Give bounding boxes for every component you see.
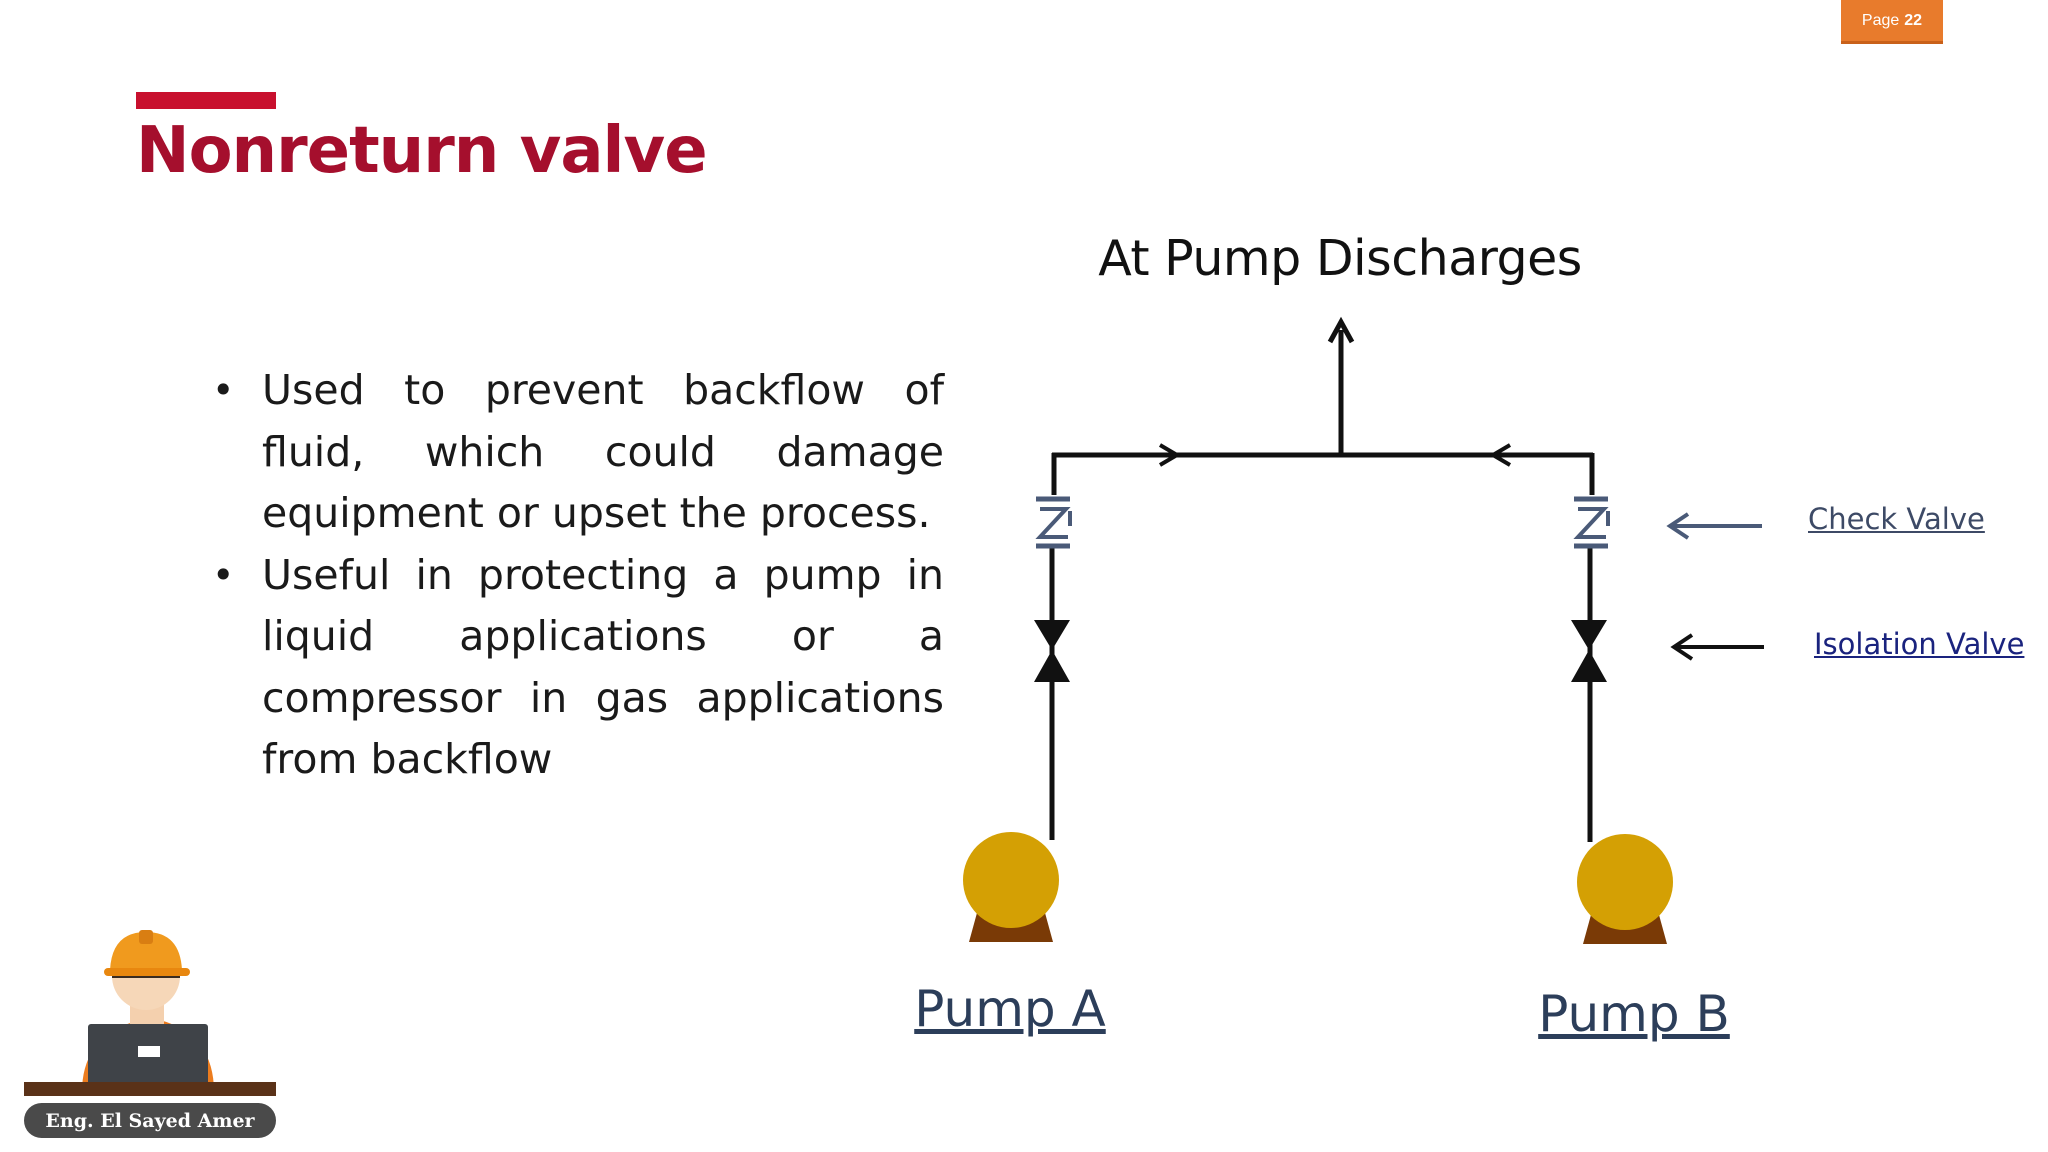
pump-b-icon — [1577, 834, 1673, 944]
page-label: Page — [1861, 11, 1900, 29]
page-number-badge: Page 22 — [1841, 0, 1943, 44]
flow-arrow-left-icon — [1489, 443, 1512, 467]
page-number: 22 — [1904, 11, 1923, 29]
bullet-list: Used to prevent backflow of fluid, which… — [206, 360, 944, 791]
flow-arrow-right-icon — [1158, 443, 1181, 467]
right-check-valve-icon — [1573, 496, 1610, 549]
check-valve-label: Check Valve — [1808, 502, 1985, 536]
discharge-arrow-icon — [1327, 316, 1355, 344]
pump-a-label: Pump A — [914, 980, 1106, 1038]
isolation-valve-pointer-arrow-icon — [1670, 633, 1764, 661]
right-isolation-valve-icon — [1571, 620, 1607, 682]
isolation-valve-label: Isolation Valve — [1814, 627, 2025, 661]
slide-title: Nonreturn valve — [136, 114, 708, 188]
left-isolation-valve-icon — [1034, 620, 1070, 682]
check-valve-pointer-arrow-icon — [1666, 512, 1762, 540]
title-accent-bar — [136, 92, 276, 109]
left-check-valve-icon — [1035, 496, 1072, 549]
bullet-item: Useful in protecting a pump in liquid ap… — [206, 545, 944, 791]
pump-a-icon — [963, 832, 1059, 942]
author-badge: Eng. El Sayed Amer — [24, 1103, 276, 1138]
diagram-title: At Pump Discharges — [1098, 230, 1582, 287]
pump-b-label: Pump B — [1538, 985, 1730, 1043]
engineer-avatar-icon — [24, 930, 276, 1096]
bullet-item: Used to prevent backflow of fluid, which… — [206, 360, 944, 545]
